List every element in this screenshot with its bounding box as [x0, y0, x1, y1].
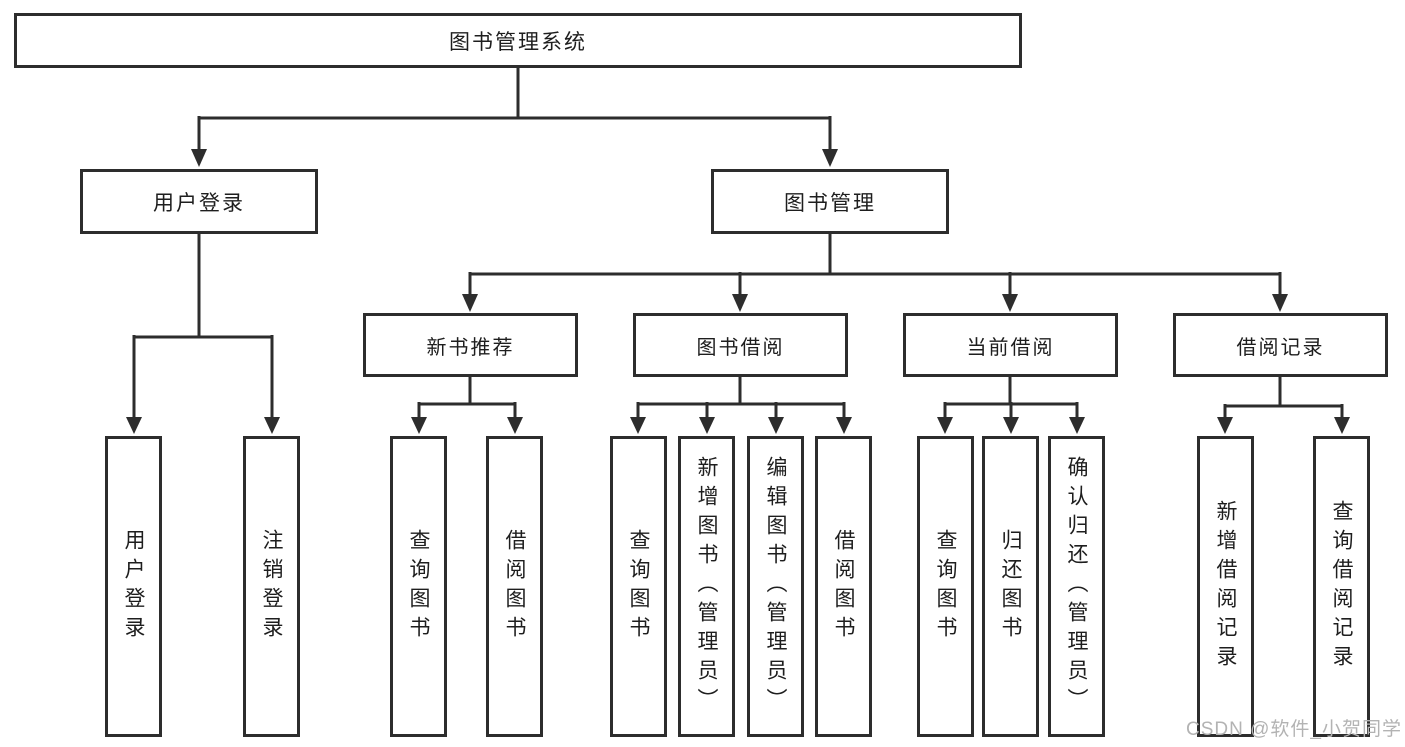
node-current-borrowing-label: 当前借阅	[966, 336, 1055, 359]
leaf-logout-login: 注销登录	[243, 436, 300, 737]
leaf-borrow-books: 借阅图书	[815, 436, 872, 737]
connector-borrowing-records-to-leaves	[1217, 377, 1350, 434]
node-borrowing-records-label: 借阅记录	[1236, 336, 1325, 359]
node-user-login: 用户登录	[80, 169, 318, 234]
leaf-query-books-borrowing: 查询图书	[610, 436, 667, 737]
leaf-confirm-return-admin: 确认归还（管理员）	[1048, 436, 1105, 737]
leaf-add-books-admin: 新增图书（管理员）	[678, 436, 735, 737]
leaf-borrow-books-recommend: 借阅图书	[486, 436, 543, 737]
node-root-label: 图书管理系统	[449, 30, 587, 54]
leaf-return-books-label: 归还图书	[999, 528, 1022, 645]
node-borrowing-records: 借阅记录	[1173, 313, 1388, 377]
leaf-logout-login-label: 注销登录	[260, 528, 283, 645]
leaf-user-login-label: 用户登录	[122, 528, 145, 645]
leaf-add-borrow-record-label: 新增借阅记录	[1214, 499, 1237, 674]
leaf-borrow-books-recommend-label: 借阅图书	[503, 528, 526, 645]
connector-root-to-level2	[191, 68, 838, 167]
leaf-borrow-books-label: 借阅图书	[832, 528, 855, 645]
leaf-query-books-current-label: 查询图书	[934, 528, 957, 645]
node-book-management-label: 图书管理	[784, 191, 876, 215]
leaf-user-login: 用户登录	[105, 436, 162, 737]
node-new-book-recommend-label: 新书推荐	[426, 336, 515, 359]
node-book-management: 图书管理	[711, 169, 949, 234]
leaf-edit-books-admin-label: 编辑图书（管理员）	[764, 456, 787, 717]
leaf-query-books-recommend-label: 查询图书	[407, 528, 430, 645]
watermark: CSDN @软件_小贺同学	[1186, 719, 1402, 740]
leaf-query-borrow-record: 查询借阅记录	[1313, 436, 1370, 737]
node-new-book-recommend: 新书推荐	[363, 313, 578, 377]
leaf-add-books-admin-label: 新增图书（管理员）	[695, 456, 718, 717]
leaf-query-books-recommend: 查询图书	[390, 436, 447, 737]
leaf-query-borrow-record-label: 查询借阅记录	[1330, 499, 1353, 674]
node-user-login-label: 用户登录	[153, 191, 245, 215]
connector-current-borrowing-to-leaves	[937, 377, 1085, 434]
node-root: 图书管理系统	[14, 13, 1022, 68]
leaf-return-books: 归还图书	[982, 436, 1039, 737]
leaf-query-books-current: 查询图书	[917, 436, 974, 737]
connector-new-book-recommend-to-leaves	[411, 377, 523, 434]
leaf-add-borrow-record: 新增借阅记录	[1197, 436, 1254, 737]
connector-book-borrowing-to-leaves	[630, 377, 852, 434]
leaf-query-books-borrowing-label: 查询图书	[627, 528, 650, 645]
leaf-confirm-return-admin-label: 确认归还（管理员）	[1065, 456, 1088, 717]
connector-book-management-to-level3	[462, 234, 1288, 312]
node-book-borrowing: 图书借阅	[633, 313, 848, 377]
connector-user-login-to-leaves	[126, 234, 280, 434]
leaf-edit-books-admin: 编辑图书（管理员）	[747, 436, 804, 737]
node-book-borrowing-label: 图书借阅	[696, 336, 785, 359]
node-current-borrowing: 当前借阅	[903, 313, 1118, 377]
